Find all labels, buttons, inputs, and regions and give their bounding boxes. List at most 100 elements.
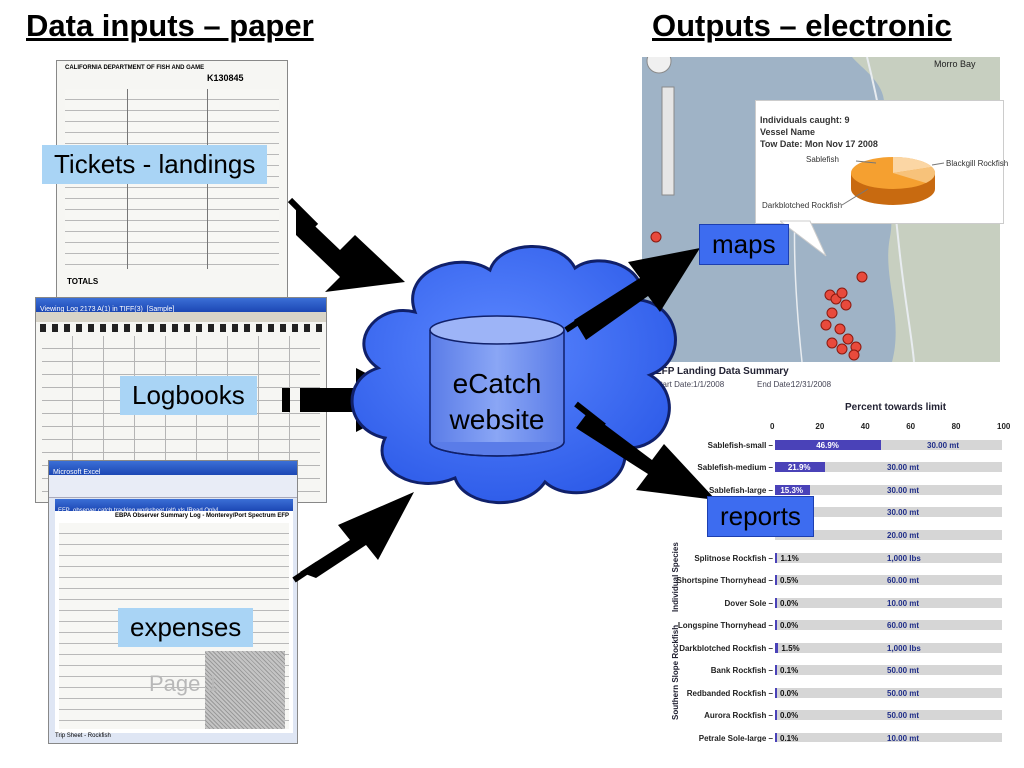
row-label: Splitnose Rockfish – (694, 554, 773, 563)
extra-row-limit: 20.00 mt (887, 531, 920, 540)
axis-tick-40: 40 (860, 422, 870, 431)
sheet-tab[interactable]: Trip Sheet - Rockfish (55, 733, 111, 739)
row-limit: 50.00 mt (887, 666, 920, 675)
row-bar (775, 733, 777, 742)
pan-control[interactable] (646, 57, 672, 74)
row-limit: 30.00 mt (927, 441, 960, 450)
row-bar (775, 643, 779, 653)
row-limit: 10.00 mt (887, 599, 920, 608)
pie-darkblotched (893, 167, 936, 183)
maps-label: maps (699, 224, 789, 265)
row-track (775, 733, 1002, 742)
report-axis-title: Percent towards limit (845, 402, 947, 413)
row-bar (775, 440, 882, 450)
row-label: Sablefish-large – (708, 486, 773, 495)
row-track (775, 485, 1002, 495)
row-limit: 1,000 lbs (887, 554, 921, 563)
row-track (775, 462, 1002, 472)
arrow-maps (564, 248, 700, 340)
row-bar (775, 575, 777, 585)
axis-tick-0: 0 (770, 422, 775, 431)
inputs-heading: Data inputs – paper (26, 8, 314, 43)
outputs-heading: Outputs – electronic (652, 8, 952, 43)
center-label-line1: eCatch (452, 368, 542, 399)
extra-row-track (775, 530, 1002, 540)
row-bar (775, 620, 777, 630)
row-label: Bank Rockfish – (710, 666, 773, 675)
logbooks-label: Logbooks (120, 376, 257, 415)
center-label: eCatch website (430, 366, 564, 438)
row-label: Petrale Sole-large – (698, 734, 773, 742)
row-percent: 46.9% (816, 441, 839, 450)
row-track (775, 688, 1002, 698)
row-bar (775, 710, 777, 720)
logbook-window-title: Viewing Log 2173 A(1) in TIFF(3)_[Sample… (40, 306, 175, 313)
report-title: EFP Landing Data Summary (655, 366, 789, 377)
row-label: Shortspine Thornyhead – (676, 576, 773, 585)
excel-titlebar: Microsoft Excel (49, 461, 297, 476)
pie-label-darkblotched: Darkblotched Rockfish (762, 201, 843, 210)
popup-tow-date: Tow Date: Mon Nov 17 2008 (760, 139, 878, 149)
axis-tick-60: 60 (906, 422, 916, 431)
row-track (775, 575, 1002, 585)
row-label: Aurora Rockfish – (704, 711, 773, 720)
pie-label-sablefish: Sablefish (806, 155, 839, 164)
row-track (775, 440, 1002, 450)
row-percent: 0.0% (780, 599, 799, 608)
zoom-slider[interactable] (661, 86, 675, 196)
row-limit: 60.00 mt (887, 621, 920, 630)
sheet-hatched-area (205, 651, 285, 729)
extra-row-track (775, 507, 1002, 517)
tickets-label: Tickets - landings (42, 145, 268, 184)
row-bar (775, 462, 825, 472)
popup-tail (780, 220, 827, 257)
row-bar (775, 665, 777, 675)
extra-row-limit: 30.00 mt (887, 508, 920, 517)
row-percent: 1.5% (781, 644, 800, 653)
report-screenshot: EFP Landing Data Summary Start Date: 1/1… (655, 362, 1024, 742)
map-popup: Individuals caught: 9 Vessel Name Tow Da… (755, 100, 1008, 224)
ticket-header: CALIFORNIA DEPARTMENT OF FISH AND GAME (65, 65, 205, 71)
report-start-date: 1/1/2008 (693, 380, 725, 389)
row-track (775, 643, 1002, 653)
row-limit: 50.00 mt (887, 711, 920, 720)
catch-markers[interactable] (650, 231, 868, 361)
arrow-reports (574, 401, 716, 500)
arrow-tickets (287, 197, 405, 292)
row-limit: 30.00 mt (887, 486, 920, 495)
database-icon (429, 315, 565, 457)
reports-label: reports (707, 496, 814, 537)
row-limit: 50.00 mt (887, 689, 920, 698)
row-percent: 0.0% (780, 711, 799, 720)
row-track (775, 710, 1002, 720)
pie-blackgill (893, 156, 932, 173)
pie-label-blackgill: Blackgill Rockfish (946, 159, 1009, 168)
excel-window-title: Microsoft Excel (53, 469, 101, 476)
row-label: Sablefish-small – (707, 441, 773, 450)
report-start-label: Start Date: (655, 380, 694, 389)
row-label: Longspine Thornyhead – (677, 621, 773, 630)
axis-tick-100: 100 (997, 422, 1011, 431)
row-track (775, 598, 1002, 608)
row-percent: 21.9% (787, 463, 811, 472)
row-bar (775, 688, 777, 698)
popup-vessel: Vessel Name (760, 127, 816, 137)
sheet-header: EBPA Observer Summary Log - Monterey/Por… (115, 513, 290, 519)
row-percent: 0.0% (780, 621, 799, 630)
row-limit: 1,000 lbs (887, 644, 921, 653)
row-percent: 0.1% (780, 666, 799, 675)
row-percent: 15.3% (780, 486, 804, 495)
arrow-expenses (292, 492, 414, 583)
popup-pie (841, 156, 945, 206)
row-limit: 60.00 mt (887, 576, 920, 585)
row-limit: 10.00 mt (887, 734, 920, 742)
row-limit: 30.00 mt (887, 463, 920, 472)
popup-individuals: Individuals caught: 9 (760, 115, 850, 125)
row-percent: 0.5% (780, 576, 799, 585)
report-end-date: 12/31/2008 (791, 380, 832, 389)
page-watermark: Page 1 (149, 671, 219, 696)
place-label: Morro Bay (934, 59, 976, 69)
row-percent: 0.0% (780, 689, 799, 698)
axis-tick-20: 20 (815, 422, 825, 431)
